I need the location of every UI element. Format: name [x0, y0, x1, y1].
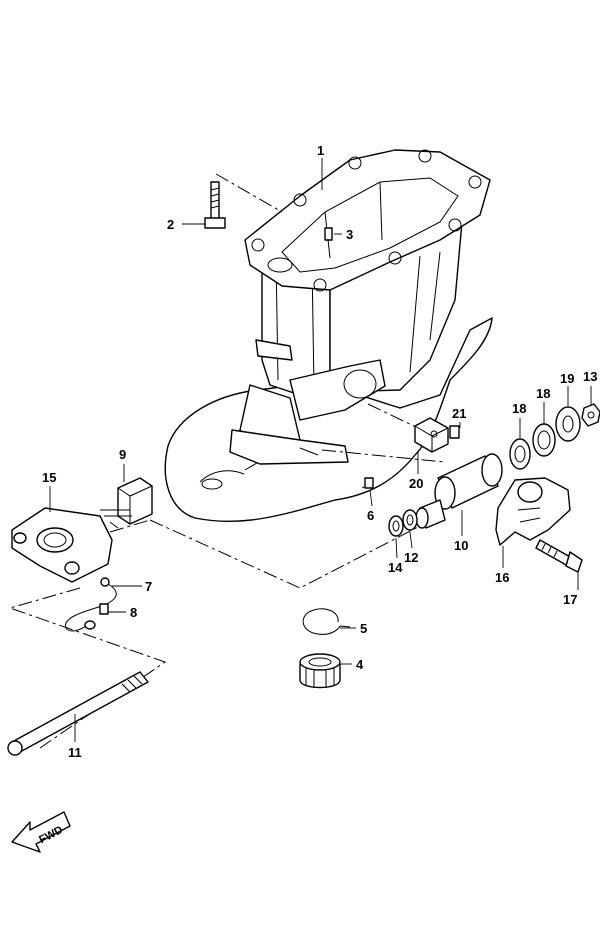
circlip-5	[302, 608, 351, 635]
callout-1: 1	[317, 143, 324, 158]
callout-19: 19	[560, 371, 574, 386]
callout-21: 21	[452, 406, 466, 421]
callout-18b: 18	[536, 386, 550, 401]
callout-17: 17	[563, 592, 577, 607]
washer-14	[388, 515, 404, 537]
bolt-17	[535, 539, 583, 573]
bolt-6	[364, 477, 374, 489]
callout-14: 14	[388, 560, 403, 575]
callout-15: 15	[42, 470, 56, 485]
mount-cover-16	[495, 477, 571, 546]
callout-5: 5	[360, 621, 367, 636]
washer-12	[402, 509, 418, 531]
callout-11: 11	[68, 745, 82, 760]
stud-bolt-11	[7, 671, 149, 756]
callout-2: 2	[167, 217, 174, 232]
callout-13: 13	[583, 369, 597, 384]
ground-wire-7	[65, 577, 117, 632]
callout-8: 8	[130, 605, 137, 620]
washer-18-a	[509, 438, 531, 470]
callout-4: 4	[356, 657, 364, 672]
mount-rubber-10	[415, 453, 503, 529]
callout-10: 10	[454, 538, 468, 553]
washer-19	[555, 406, 581, 442]
drive-shaft-housing	[164, 149, 493, 522]
nut-13	[581, 403, 600, 427]
callout-7: 7	[145, 579, 152, 594]
washer-18-b	[532, 423, 556, 457]
callout-6: 6	[367, 508, 374, 523]
callout-labels: 1 2 3 4 5 6 7 8 9 10 11 12 13 14 15 16 1…	[42, 143, 597, 760]
bolt-8	[84, 603, 109, 630]
callout-12: 12	[404, 550, 418, 565]
screw-21	[449, 425, 460, 439]
callout-16: 16	[495, 570, 509, 585]
rubber-mount-20	[414, 417, 449, 453]
bolt-2	[204, 181, 226, 229]
bushing-4	[299, 653, 341, 689]
grommet-9	[100, 477, 153, 529]
fwd-arrow-icon: FWD	[11, 811, 71, 853]
callout-leaders	[49, 158, 592, 742]
callout-3: 3	[346, 227, 353, 242]
callout-20: 20	[409, 476, 423, 491]
callout-18a: 18	[512, 401, 526, 416]
bracket-15	[11, 507, 113, 583]
callout-9: 9	[119, 447, 126, 462]
